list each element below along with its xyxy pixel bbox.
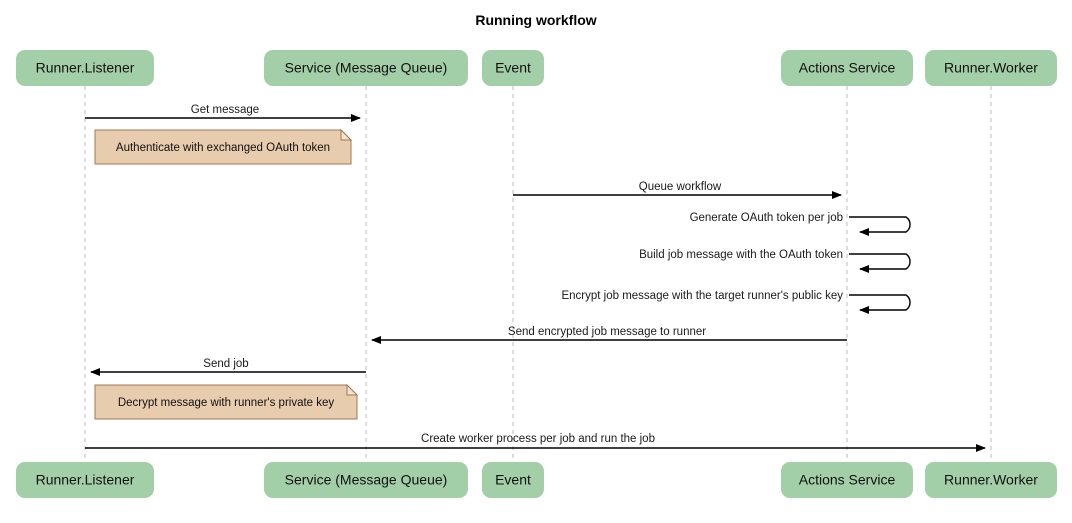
participant-box[interactable] <box>264 462 468 498</box>
participant-box[interactable] <box>781 462 913 498</box>
participant-box[interactable] <box>925 50 1057 86</box>
message-self-loop <box>849 294 911 314</box>
message-send-job[interactable]: Send job <box>90 358 366 376</box>
note-text: Authenticate with exchanged OAuth token <box>116 142 330 154</box>
participant-label: Service (Message Queue) <box>285 60 448 76</box>
message-label: Build job message with the OAuth token <box>639 249 843 261</box>
note-text: Decrypt message with runner's private ke… <box>118 397 335 409</box>
message-label: Send job <box>203 358 248 370</box>
participant-runner-worker-bottom[interactable]: Runner.Worker <box>925 462 1057 498</box>
participant-box[interactable] <box>16 50 154 86</box>
message-encrypt-job-message-with-the-target-runners-public-key[interactable]: Encrypt job message with the target runn… <box>561 290 911 314</box>
message-self-loop <box>849 253 911 273</box>
message-label: Send encrypted job message to runner <box>508 326 706 338</box>
participant-label: Runner.Worker <box>944 472 1038 488</box>
note-fold-corner <box>346 383 359 396</box>
participant-service-message-queue-bottom[interactable]: Service (Message Queue) <box>264 462 468 498</box>
participant-box[interactable] <box>482 462 544 498</box>
message-label: Get message <box>191 104 259 116</box>
participant-service-message-queue-top[interactable]: Service (Message Queue) <box>264 50 468 86</box>
participant-label: Actions Service <box>799 60 896 76</box>
participants-header: Runner.Listener Service (Message Queue) … <box>16 50 1057 86</box>
participants-footer: Runner.Listener Service (Message Queue) … <box>16 462 1057 498</box>
participant-label: Event <box>495 472 531 488</box>
message-label: Queue workflow <box>639 181 722 193</box>
message-create-worker-process-per-job-and-run-the-job[interactable]: Create worker process per job and run th… <box>85 433 986 452</box>
lifelines-group <box>84 86 992 462</box>
participant-label: Actions Service <box>799 472 896 488</box>
message-label: Create worker process per job and run th… <box>421 433 655 445</box>
participant-label: Service (Message Queue) <box>285 472 448 488</box>
note-shape <box>94 384 358 420</box>
participant-event-bottom[interactable]: Event <box>482 462 544 498</box>
note-fold-corner <box>340 128 353 141</box>
participant-runner-listener-top[interactable]: Runner.Listener <box>16 50 154 86</box>
message-generate-oauth-token-per-job[interactable]: Generate OAuth token per job <box>690 212 911 236</box>
message-send-encrypted-job-message-to-runner[interactable]: Send encrypted job message to runner <box>371 326 847 344</box>
message-build-job-message-with-the-oauth-token[interactable]: Build job message with the OAuth token <box>639 249 911 273</box>
participant-label: Runner.Listener <box>36 472 135 488</box>
messages-group: Get message Queue workflow Generate OAut… <box>85 104 986 452</box>
message-label: Generate OAuth token per job <box>690 212 843 224</box>
message-queue-workflow[interactable]: Queue workflow <box>513 181 842 199</box>
message-get-message[interactable]: Get message <box>85 104 361 122</box>
message-label: Encrypt job message with the target runn… <box>561 290 843 302</box>
notes-group: Authenticate with exchanged OAuth token … <box>94 128 359 420</box>
participant-box[interactable] <box>16 462 154 498</box>
participant-event-top[interactable]: Event <box>482 50 544 86</box>
participant-actions-service-bottom[interactable]: Actions Service <box>781 462 913 498</box>
note-authenticate[interactable]: Authenticate with exchanged OAuth token <box>94 128 353 165</box>
participant-box[interactable] <box>482 50 544 86</box>
participant-actions-service-top[interactable]: Actions Service <box>781 50 913 86</box>
participant-runner-listener-bottom[interactable]: Runner.Listener <box>16 462 154 498</box>
participant-label: Runner.Worker <box>944 60 1038 76</box>
note-decrypt[interactable]: Decrypt message with runner's private ke… <box>94 383 359 420</box>
participant-label: Runner.Listener <box>36 60 135 76</box>
participant-box[interactable] <box>781 50 913 86</box>
diagram-title: Running workflow <box>475 12 596 28</box>
message-self-loop <box>849 216 911 236</box>
note-shape <box>94 129 352 165</box>
participant-label: Event <box>495 60 531 76</box>
participant-box[interactable] <box>264 50 468 86</box>
participant-box[interactable] <box>925 462 1057 498</box>
participant-runner-worker-top[interactable]: Runner.Worker <box>925 50 1057 86</box>
